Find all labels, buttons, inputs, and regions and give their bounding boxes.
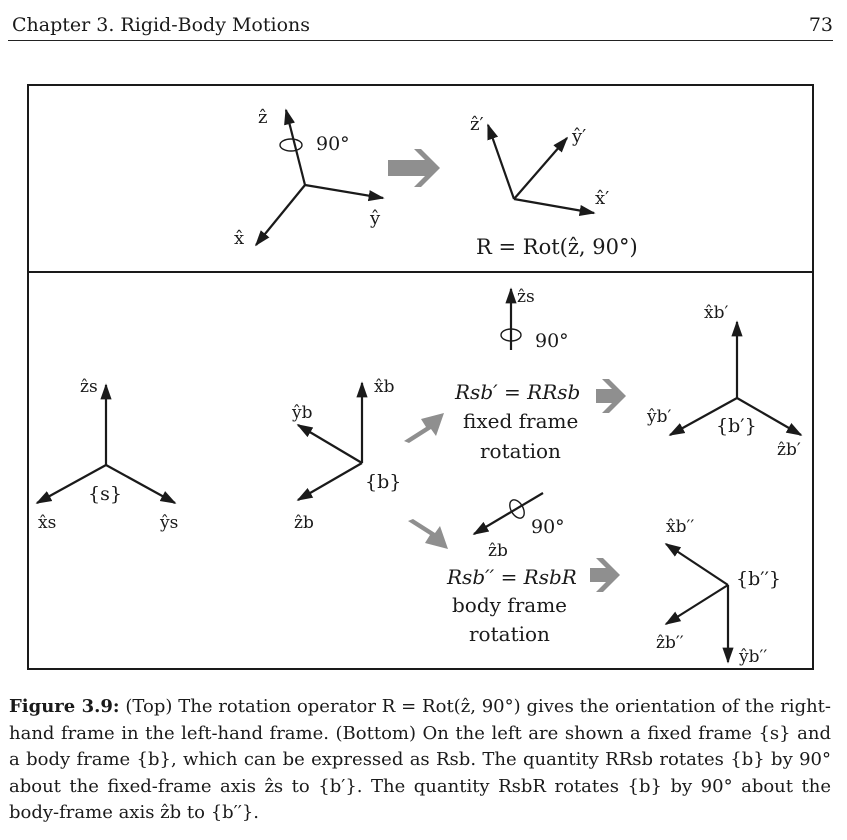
b-frame-name: {b} <box>365 471 401 493</box>
top-gray-arrow <box>388 149 440 187</box>
gray-arrow-body-out <box>590 558 620 592</box>
b-dprime-z-label: ẑb′′ <box>656 633 684 653</box>
b-prime-x-label: x̂b′ <box>704 303 728 323</box>
fixed-axis-label: ẑs <box>517 287 535 307</box>
b-prime-frame <box>668 320 803 436</box>
b-dprime-y-label: ŷb′′ <box>738 647 767 667</box>
top-x-label: x̂ <box>234 228 244 249</box>
s-frame-name: {s} <box>88 483 122 505</box>
top-right-frame <box>486 123 596 217</box>
chapter-title: Chapter 3. Rigid-Body Motions <box>12 14 311 36</box>
body-equation: Rsb′′ = RsbR <box>446 565 577 589</box>
b-prime-name: {b′} <box>716 415 757 437</box>
top-y-label: ŷ <box>369 208 381 229</box>
gray-arrow-body-in <box>408 519 448 549</box>
b-prime-y-label: ŷb′ <box>646 407 671 427</box>
gray-arrow-fixed-in <box>404 413 444 443</box>
b-z-label: ẑb <box>294 513 314 533</box>
s-frame <box>35 383 177 504</box>
fixed-label-1: fixed frame <box>463 409 578 433</box>
caption-text: (Top) The rotation operator R = Rot(ẑ, 9… <box>9 696 831 823</box>
gray-arrow-fixed-out <box>596 379 626 413</box>
figure-3-9: ẑ 90° ŷ x̂ ẑ′ ŷ′ x̂′ R = Rot(ẑ, 90°) ẑs … <box>27 84 814 670</box>
fixed-label-2: rotation <box>480 439 561 463</box>
body-rotation-axis <box>472 492 544 535</box>
fixed-rotation-axis <box>500 287 522 350</box>
page-header: Chapter 3. Rigid-Body Motions 73 <box>8 12 833 41</box>
b-y-label: ŷb <box>291 403 313 423</box>
fixed-angle-label: 90° <box>535 330 569 352</box>
b-dprime-name: {b′′} <box>736 568 781 590</box>
body-label-2: rotation <box>469 622 550 646</box>
top-y-prime-label: ŷ′ <box>571 126 586 147</box>
body-axis-label: ẑb <box>488 541 508 561</box>
top-z-label: ẑ <box>258 107 267 128</box>
figure-frame <box>27 84 814 670</box>
b-prime-z-label: ẑb′ <box>777 440 801 460</box>
b-double-prime-frame <box>664 543 734 664</box>
caption-label: Figure 3.9: <box>9 696 120 717</box>
page-number: 73 <box>808 14 833 36</box>
b-x-label: x̂b <box>374 377 395 397</box>
figure-caption: Figure 3.9: (Top) The rotation operator … <box>9 694 831 827</box>
s-z-label: ẑs <box>80 377 98 397</box>
top-equation: R = Rot(ẑ, 90°) <box>476 235 638 259</box>
b-dprime-x-label: x̂b′′ <box>666 517 694 537</box>
s-x-label: x̂s <box>38 513 56 533</box>
top-left-frame <box>254 108 385 247</box>
body-label-1: body frame <box>452 593 567 617</box>
top-x-prime-label: x̂′ <box>595 188 609 209</box>
s-y-label: ŷs <box>159 513 178 533</box>
b-frame <box>296 381 368 501</box>
body-angle-label: 90° <box>531 516 565 538</box>
top-angle-label: 90° <box>316 133 350 155</box>
fixed-equation: Rsb′ = RRsb <box>454 380 580 404</box>
top-z-prime-label: ẑ′ <box>470 114 484 135</box>
